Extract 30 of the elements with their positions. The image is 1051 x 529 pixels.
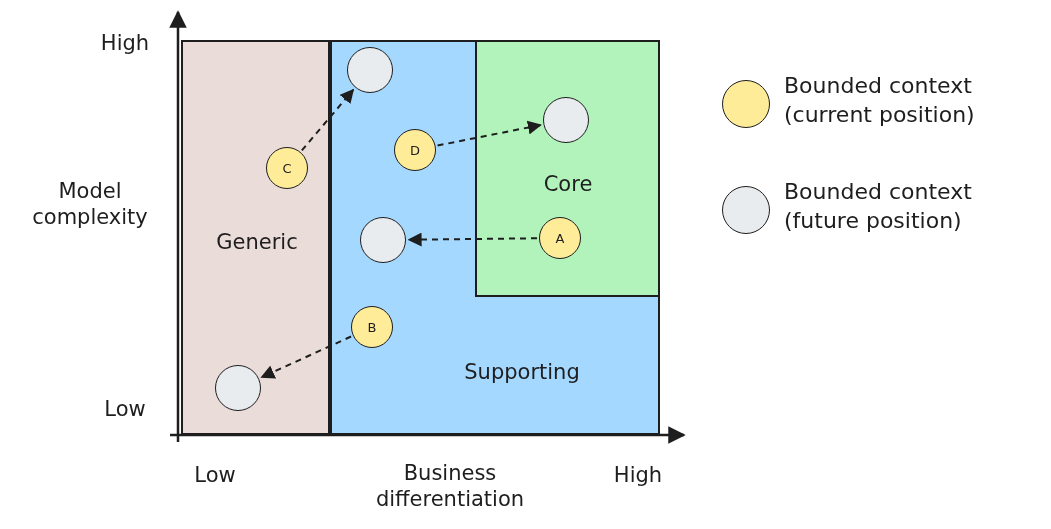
context-circle <box>215 365 261 411</box>
region-box <box>330 40 660 435</box>
axis-label: High <box>99 30 151 57</box>
legend-label: Bounded context (current position) <box>784 72 976 129</box>
dashed-arrow <box>260 335 353 379</box>
axis-label: Low <box>193 462 237 489</box>
context-circle <box>266 147 308 189</box>
axis-label: Model complexity <box>31 178 149 231</box>
region-box <box>475 40 660 297</box>
circle-letter: B <box>367 319 377 335</box>
region-label: Core <box>543 172 593 196</box>
region-label: Supporting <box>464 360 580 384</box>
dashed-arrow <box>436 120 542 147</box>
context-circle <box>543 97 589 143</box>
legend-label: Bounded context (future position) <box>784 178 973 235</box>
circle-letter: C <box>282 160 292 176</box>
circle-letter: A <box>555 230 565 246</box>
axis-label: Low <box>103 396 147 423</box>
context-circle <box>347 47 393 93</box>
dashed-arrow <box>407 232 538 247</box>
circle-letter: D <box>410 142 420 158</box>
dashed-arrow <box>300 88 355 152</box>
context-circle <box>351 306 393 348</box>
axis-label: Business differentiation <box>374 460 526 513</box>
region-box <box>181 40 330 435</box>
context-circle <box>394 129 436 171</box>
region-label: Generic <box>216 230 298 254</box>
axis-label: High <box>612 462 664 489</box>
context-circle <box>360 217 406 263</box>
context-circle <box>539 217 581 259</box>
